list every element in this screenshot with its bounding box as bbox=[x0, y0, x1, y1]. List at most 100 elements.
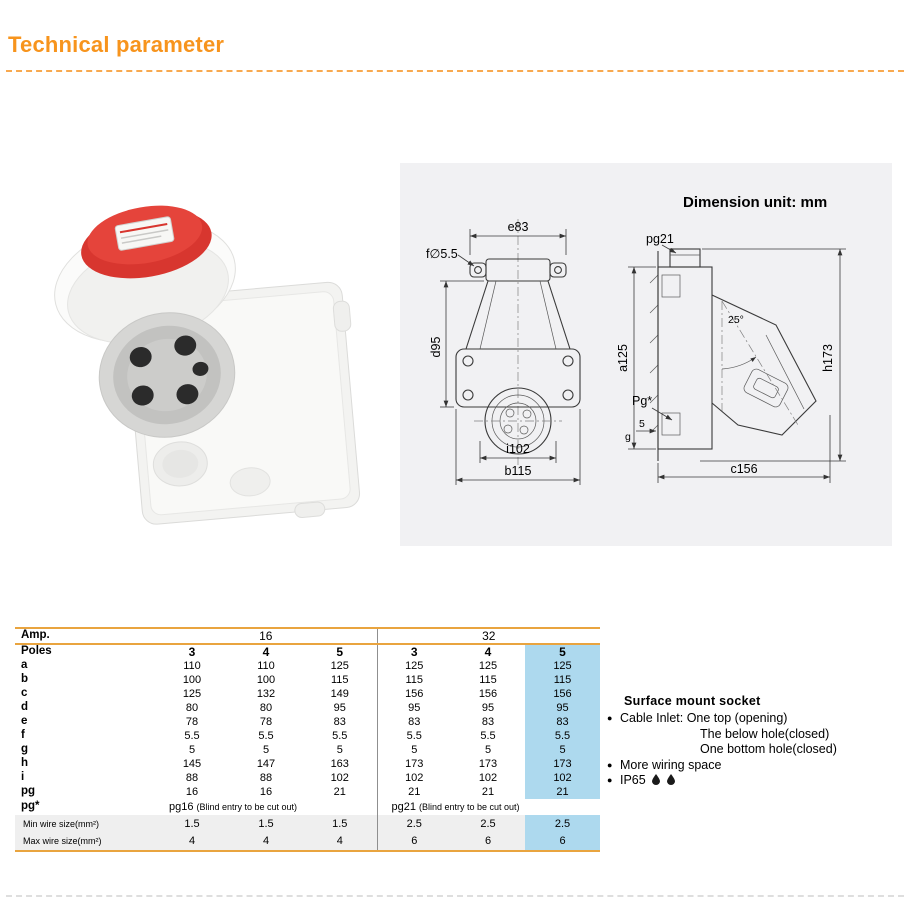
value-cell: 2.5 bbox=[451, 815, 525, 833]
feature-text: One bottom hole(closed) bbox=[700, 742, 837, 756]
value-cell: 5 bbox=[484, 743, 492, 756]
page-title: Technical parameter bbox=[8, 32, 225, 57]
value-cell: 102 bbox=[478, 771, 498, 784]
amp-value-32: 32 bbox=[376, 628, 600, 645]
value-cell: 5 bbox=[262, 743, 270, 756]
value-cell: 95 bbox=[481, 701, 495, 714]
row-label: c bbox=[21, 687, 28, 700]
feature-text: Cable Inlet: One top (opening) bbox=[620, 711, 788, 725]
value-cell: 4 bbox=[303, 833, 377, 851]
pg-star-prefix: pg16 bbox=[169, 800, 194, 813]
value-cell: 78 bbox=[185, 715, 199, 728]
pg-star-label: pg* bbox=[21, 800, 40, 813]
dim-label-d95: d95 bbox=[429, 337, 443, 358]
value-cell: 145 bbox=[182, 757, 202, 770]
poles-label: Poles bbox=[21, 645, 52, 658]
value-cell: 6 bbox=[451, 833, 525, 851]
row-label: d bbox=[21, 701, 29, 714]
value-cell: 16 bbox=[259, 785, 273, 798]
value-cell: 173 bbox=[478, 757, 498, 770]
poles-cell-highlighted: 5 bbox=[525, 644, 600, 659]
value-cell: 110 bbox=[257, 659, 275, 672]
value-cell: 5.5 bbox=[376, 729, 451, 743]
value-cell: 163 bbox=[330, 757, 349, 770]
bullet-icon: ● bbox=[607, 759, 613, 770]
value-cell: 102 bbox=[376, 771, 451, 785]
dim-label-c156: c156 bbox=[730, 462, 757, 476]
value-cell: 80 bbox=[259, 701, 273, 714]
value-cell: 100 bbox=[256, 673, 276, 686]
dim-label-pg-star: Pg* bbox=[632, 394, 652, 408]
value-cell: 95 bbox=[376, 701, 451, 715]
amp-row: Amp. 16 32 bbox=[15, 628, 600, 645]
value-cell: 156 bbox=[525, 687, 600, 701]
socket-face bbox=[98, 312, 236, 438]
value-cell: 125 bbox=[182, 687, 202, 700]
dim-label-a125: a125 bbox=[616, 344, 630, 372]
value-cell: 83 bbox=[333, 715, 346, 728]
value-cell: 102 bbox=[525, 771, 600, 785]
title-divider bbox=[6, 70, 904, 72]
row-label: e bbox=[21, 715, 28, 728]
value-cell: 149 bbox=[330, 687, 349, 700]
value-cell: 115 bbox=[330, 673, 349, 686]
value-cell: 83 bbox=[481, 715, 495, 728]
features-title: Surface mount socket bbox=[624, 694, 761, 708]
feature-text: The below hole(closed) bbox=[700, 726, 830, 741]
value-cell: 147 bbox=[256, 757, 276, 770]
pg-star-note: (Blind entry to be cut out) bbox=[418, 801, 520, 812]
bottom-divider bbox=[6, 895, 904, 897]
dimension-drawing-panel: Dimension unit: mm bbox=[400, 163, 892, 546]
value-cell: 5.5 bbox=[332, 729, 348, 742]
row-label: a bbox=[21, 659, 28, 672]
value-cell: 5 bbox=[336, 743, 343, 756]
value-cell: 125 bbox=[525, 659, 600, 673]
water-drop-icon bbox=[652, 774, 661, 785]
value-cell: 5.5 bbox=[258, 729, 274, 742]
row-label: b bbox=[21, 673, 29, 686]
value-cell: 110 bbox=[183, 659, 201, 672]
row-label: i bbox=[21, 771, 25, 784]
dim-label-g-value: 5 bbox=[639, 418, 645, 430]
value-cell: 88 bbox=[259, 771, 273, 784]
value-cell: 21 bbox=[333, 785, 346, 798]
dim-label-f5-5: f∅5.5 bbox=[426, 247, 458, 261]
value-cell: 5.5 bbox=[184, 729, 200, 742]
spec-table-head: Amp. 16 32 Poles 3 4 5 3 4 5 bbox=[15, 628, 600, 659]
dimension-drawing: Dimension unit: mm bbox=[426, 194, 846, 485]
row-label: Max wire size(mm²) bbox=[15, 833, 155, 851]
value-cell: 6 bbox=[376, 833, 451, 851]
pg-star-cell-32: pg21(Blind entry to be cut out) bbox=[376, 799, 600, 815]
value-cell: 6 bbox=[525, 833, 600, 851]
value-cell: 88 bbox=[185, 771, 199, 784]
feature-line: One bottom hole(closed) bbox=[607, 742, 907, 758]
poles-cell: 5 bbox=[336, 645, 344, 659]
row-label: f bbox=[21, 729, 25, 742]
value-cell: 125 bbox=[478, 659, 498, 672]
value-cell: 5 bbox=[525, 743, 600, 757]
value-cell: 115 bbox=[479, 673, 497, 686]
value-cell: 21 bbox=[376, 785, 451, 799]
value-cell: 102 bbox=[330, 771, 349, 784]
poles-cell: 3 bbox=[188, 645, 196, 659]
pg-star-prefix: pg21 bbox=[391, 800, 416, 813]
value-cell: 83 bbox=[525, 715, 600, 729]
amp-label: Amp. bbox=[15, 628, 155, 645]
value-cell: 1.5 bbox=[303, 815, 377, 833]
pg-star-note: (Blind entry to be cut out) bbox=[196, 801, 298, 812]
value-cell: 1.5 bbox=[155, 815, 229, 833]
value-cell: 156 bbox=[376, 687, 451, 701]
poles-cell: 3 bbox=[376, 644, 451, 659]
product-photo bbox=[54, 205, 361, 525]
dimension-unit-label: Dimension unit: mm bbox=[683, 194, 827, 211]
